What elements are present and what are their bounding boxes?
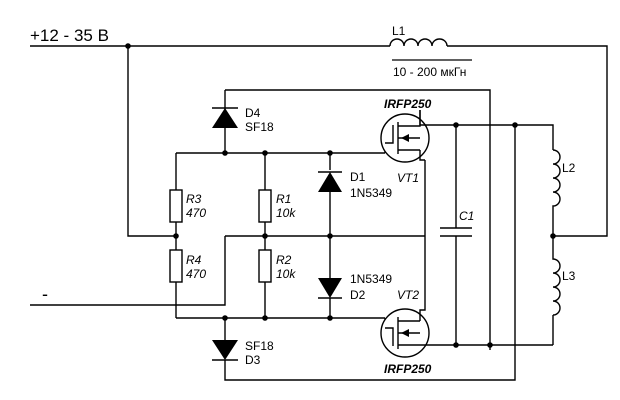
supply-positive-label: +12 - 35 В: [30, 26, 109, 45]
r2-value: 10k: [276, 267, 296, 281]
mosfet-vt2: [380, 236, 553, 358]
vt1-part: IRFP250: [384, 97, 432, 111]
vt1-name: VT1: [397, 171, 419, 185]
d1-part: 1N5349: [350, 186, 392, 200]
inductor-l2: [552, 149, 561, 236]
middle-rail: [30, 160, 426, 306]
supply-negative-label: -: [42, 284, 48, 304]
r1-value: 10k: [276, 206, 296, 220]
mosfet-vt1: [380, 110, 456, 163]
lower-gate-rail: [176, 315, 386, 328]
d2-part: 1N5349: [350, 272, 392, 286]
r4-name: R4: [186, 253, 202, 267]
r3-name: R3: [186, 192, 202, 206]
upper-drive-loop: [224, 89, 491, 350]
d4-name: D4: [245, 106, 261, 120]
diode-d2: [318, 236, 342, 318]
r2-name: R2: [276, 253, 292, 267]
resistor-r4: [169, 249, 183, 318]
l1-name: L1: [392, 24, 406, 38]
diode-d4: [212, 107, 238, 136]
r1-name: R1: [276, 192, 291, 206]
vt2-part: IRFP250: [384, 362, 432, 376]
l2-name: L2: [562, 161, 576, 175]
l1-value: 10 - 200 мкГн: [393, 65, 466, 79]
d3-part: SF18: [245, 339, 274, 353]
d3-name: D3: [245, 353, 261, 367]
resistor-r2: [258, 249, 272, 318]
inductor-l3: [552, 236, 561, 316]
upper-gate-rail: [176, 136, 386, 156]
l3-name: L3: [562, 269, 576, 283]
vt2-name: VT2: [397, 288, 419, 302]
tank-circuit: [440, 122, 554, 348]
supply-rail: [30, 43, 608, 237]
r3-value: 470: [186, 206, 206, 220]
inductor-l1: [389, 38, 472, 61]
d1-name: D1: [350, 170, 366, 184]
d4-part: SF18: [245, 120, 274, 134]
r4-value: 470: [186, 267, 206, 281]
diode-d1: [318, 153, 342, 236]
diode-d3: [212, 125, 516, 381]
c1-name: C1: [459, 209, 474, 223]
d2-name: D2: [350, 288, 366, 302]
